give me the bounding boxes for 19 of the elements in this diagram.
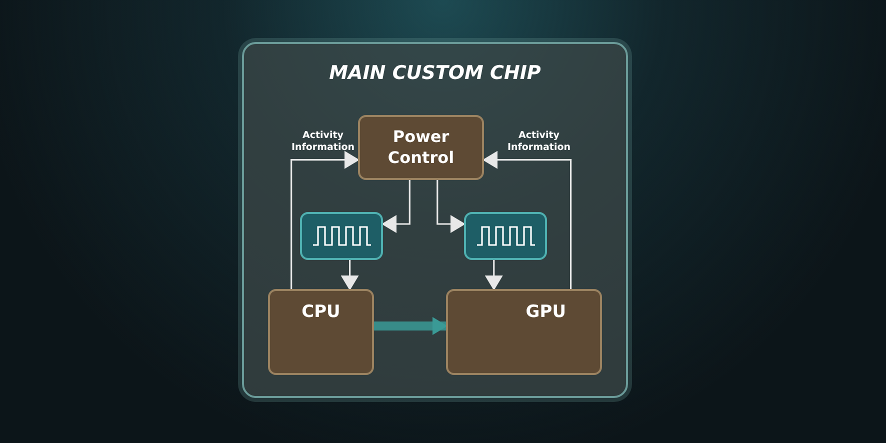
arrow (374, 316, 448, 335)
clock-box (464, 212, 547, 260)
arrow (484, 260, 503, 290)
edge-label: Activity Information (506, 130, 572, 155)
chip-title: MAIN CUSTOM CHIP (328, 62, 542, 84)
box-label: CPU (302, 301, 340, 324)
arrow (482, 150, 572, 289)
clock-box (300, 212, 383, 260)
chip-panel (242, 42, 628, 398)
box-label: GPU (526, 301, 566, 324)
arrow (340, 260, 359, 290)
arrow (382, 180, 410, 233)
process-box (446, 289, 602, 375)
process-box (268, 289, 374, 375)
arrow (290, 150, 360, 289)
arrow (436, 180, 466, 233)
box-label: Power Control (386, 126, 456, 168)
edge-label: Activity Information (290, 130, 356, 155)
process-box (358, 115, 484, 180)
